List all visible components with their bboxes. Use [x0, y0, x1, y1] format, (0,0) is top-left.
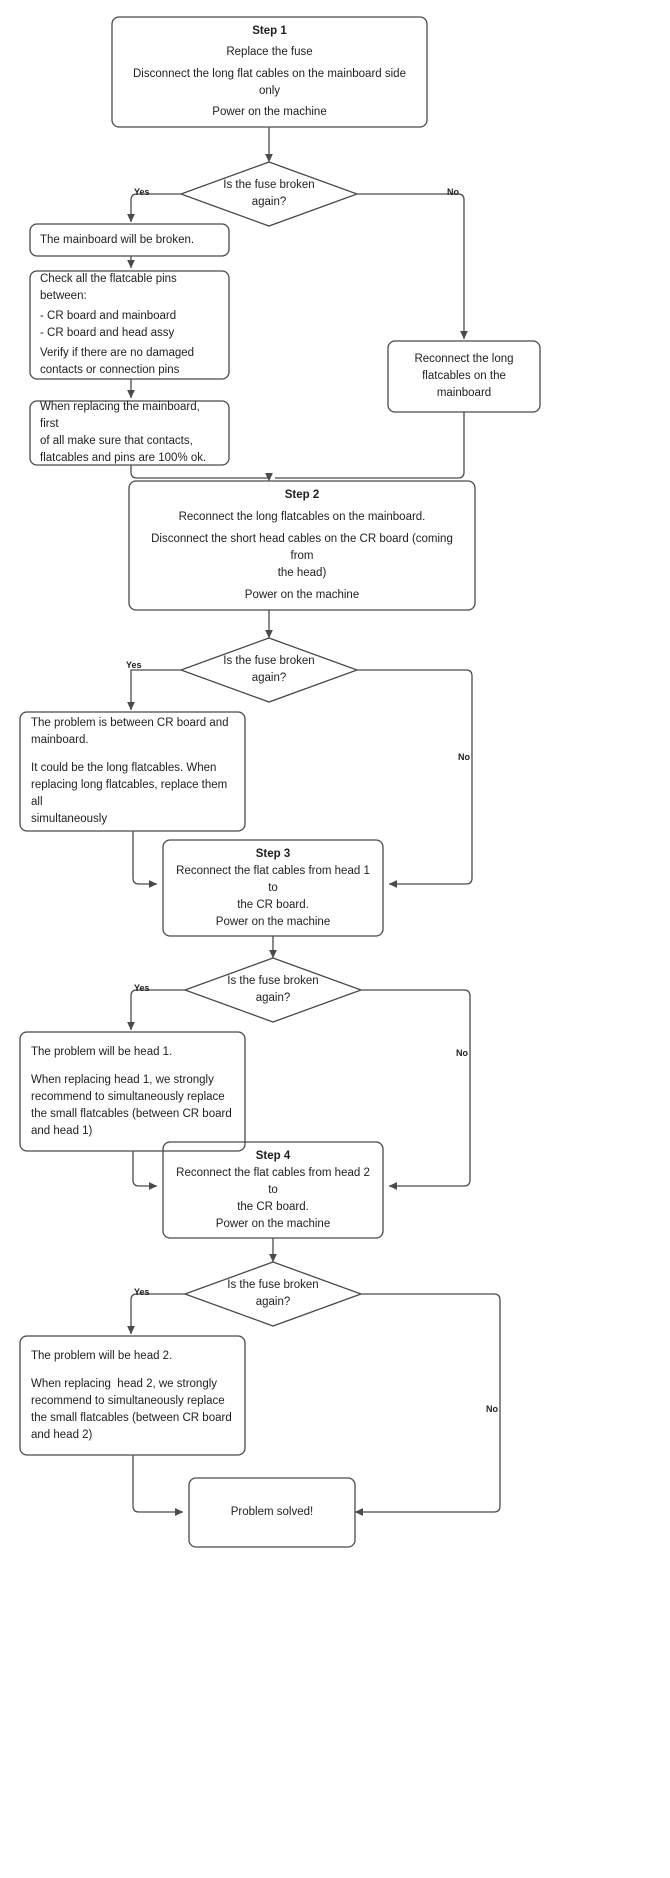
replacing-mainboard-line1: When replacing the mainboard, first — [40, 401, 204, 430]
replacing-mainboard-line3: flatcables and pins are 100% ok. — [40, 452, 207, 464]
step4-heading: Step 4 — [255, 1149, 291, 1162]
node-step4[interactable]: Step 4 Reconnect the flat cables from he… — [163, 1142, 383, 1238]
edge-d2-yes — [127, 669, 181, 711]
shape-replacing-mainboard — [29, 400, 230, 466]
problem-cr-line2: mainboard. — [31, 734, 89, 746]
node-replacing-mainboard[interactable]: When replacing the mainboard, first of a… — [30, 401, 229, 465]
node-decision1[interactable]: Is the fuse broken again? — [199, 162, 339, 226]
decision1-line2: again? — [251, 196, 287, 208]
node-problem-cr-mainboard[interactable]: The problem is between CR board and main… — [20, 712, 245, 831]
check-pins-line2: - CR board and mainboard — [40, 310, 177, 322]
decision2-line1: Is the fuse broken — [223, 655, 315, 667]
edge-label-d4-yes: Yes — [134, 1287, 150, 1297]
node-mainboard-broken[interactable]: The mainboard will be broken. — [30, 224, 229, 256]
step1-line1: Replace the fuse — [226, 46, 313, 59]
mainboard-broken-line1: The mainboard will be broken. — [40, 233, 195, 246]
problem-head2-line1: The problem will be head 2. — [31, 1349, 173, 1362]
edge-d1-yes — [127, 193, 181, 223]
edge-head1-to-step4 — [132, 1151, 158, 1190]
step1-line2: Disconnect the long flat cables on the m… — [133, 67, 410, 97]
step4-line2: the CR board. — [237, 1200, 309, 1213]
problem-head1-line4: the small flatcables (between CR board — [31, 1107, 232, 1120]
step3-line1: Reconnect the flat cables from head 1 to — [176, 864, 374, 894]
node-decision3[interactable]: Is the fuse broken again? — [203, 958, 343, 1022]
problem-cr-line3: It could be the long flatcables. When — [31, 762, 217, 774]
check-pins-line1: Check all the flatcable pins between: — [40, 273, 181, 302]
step1-line3: Power on the machine — [212, 105, 327, 118]
node-problem-head1[interactable]: The problem will be head 1. When replaci… — [20, 1032, 245, 1151]
step3-heading: Step 3 — [255, 847, 291, 860]
problem-solved-line1: Problem solved! — [230, 1506, 314, 1518]
edge-d3-yes — [127, 989, 185, 1031]
problem-head2-line2: When replacing head 2, we strongly — [31, 1377, 218, 1390]
problem-head1-line3: recommend to simultaneously replace — [31, 1090, 225, 1103]
check-pins-line4: Verify if there are no damaged — [40, 347, 195, 359]
check-pins-line5: contacts or connection pins — [40, 364, 180, 376]
edge-label-d1-yes: Yes — [134, 187, 150, 197]
edge-d2-no — [357, 669, 473, 888]
problem-head1-line2: When replacing head 1, we strongly — [31, 1073, 214, 1086]
step2-heading: Step 2 — [284, 489, 320, 501]
node-decision2[interactable]: Is the fuse broken again? — [199, 638, 339, 702]
node-check-pins[interactable]: Check all the flatcable pins between: - … — [30, 271, 229, 379]
edge-d4-no — [354, 1293, 501, 1516]
step2-line1: Reconnect the long flatcables on the mai… — [178, 511, 426, 523]
shape-decision4 — [183, 1261, 363, 1327]
edge-d1-no — [357, 193, 468, 340]
node-reconnect-long[interactable]: Reconnect the long flatcables on the mai… — [388, 341, 540, 412]
decision3-line2: again? — [255, 992, 291, 1004]
problem-cr-line1: The problem is between CR board and — [31, 717, 229, 729]
problem-cr-line4: replacing long flatcables, replace them … — [31, 779, 231, 808]
problem-cr-line5: simultaneously — [31, 813, 108, 825]
edge-problemcr-to-step3 — [132, 831, 158, 888]
decision4-line1: Is the fuse broken — [227, 1279, 319, 1291]
node-step3[interactable]: Step 3 Reconnect the flat cables from he… — [163, 840, 383, 936]
edge-label-d2-yes: Yes — [126, 660, 142, 670]
step2-line2: Disconnect the short head cables on the … — [151, 533, 457, 562]
edge-label-d3-no: No — [456, 1048, 468, 1058]
edge-reconnect-to-step2 — [275, 412, 465, 479]
problem-head1-line1: The problem will be head 1. — [31, 1045, 173, 1058]
decision3-line1: Is the fuse broken — [227, 975, 319, 987]
edge-d4-yes — [127, 1293, 185, 1335]
edge-label-d1-no: No — [447, 187, 459, 197]
edge-head2-to-solved — [132, 1455, 184, 1516]
step3-line2: the CR board. — [237, 898, 309, 911]
edge-replace-to-step2 — [130, 465, 270, 479]
check-pins-line3: - CR board and head assy — [40, 327, 175, 339]
node-step1[interactable]: Step 1 Replace the fuse Disconnect the l… — [112, 17, 427, 127]
edge-label-d3-yes: Yes — [134, 983, 150, 993]
problem-head2-line3: recommend to simultaneously replace — [31, 1394, 225, 1407]
edge-d3-no — [361, 989, 471, 1190]
step4-line1: Reconnect the flat cables from head 2 to — [176, 1166, 374, 1196]
replacing-mainboard-line2: of all make sure that contacts, — [40, 435, 193, 447]
reconnect-long-line2: flatcables on the mainboard — [422, 370, 510, 399]
decision1-line1: Is the fuse broken — [223, 179, 315, 191]
shape-check-pins — [29, 270, 230, 380]
problem-head2-line4: the small flatcables (between CR board — [31, 1411, 232, 1424]
edge-label-d4-no: No — [486, 1404, 498, 1414]
decision4-line2: again? — [255, 1296, 291, 1308]
problem-head2-line5: and head 2) — [31, 1428, 93, 1441]
step2-line3: the head) — [277, 567, 327, 579]
decision2-line2: again? — [251, 672, 287, 684]
node-decision4[interactable]: Is the fuse broken again? — [203, 1262, 343, 1326]
node-problem-head2[interactable]: The problem will be head 2. When replaci… — [20, 1336, 245, 1455]
shape-problem-solved — [188, 1477, 356, 1548]
shape-decision2 — [179, 637, 359, 703]
step4-line3: Power on the machine — [215, 1217, 331, 1230]
node-problem-solved[interactable]: Problem solved! — [189, 1478, 355, 1547]
shape-decision1 — [179, 161, 359, 227]
node-step2[interactable]: Step 2 Reconnect the long flatcables on … — [129, 481, 475, 610]
shape-decision3 — [183, 957, 363, 1023]
shape-mainboard-broken — [29, 223, 230, 257]
edge-label-d2-no: No — [458, 752, 470, 762]
reconnect-long-line1: Reconnect the long — [414, 353, 514, 365]
step2-line4: Power on the machine — [244, 589, 360, 601]
problem-head1-line5: and head 1) — [31, 1124, 93, 1137]
step1-heading: Step 1 — [252, 25, 287, 37]
shape-step2 — [128, 480, 476, 611]
step3-line3: Power on the machine — [215, 915, 331, 928]
